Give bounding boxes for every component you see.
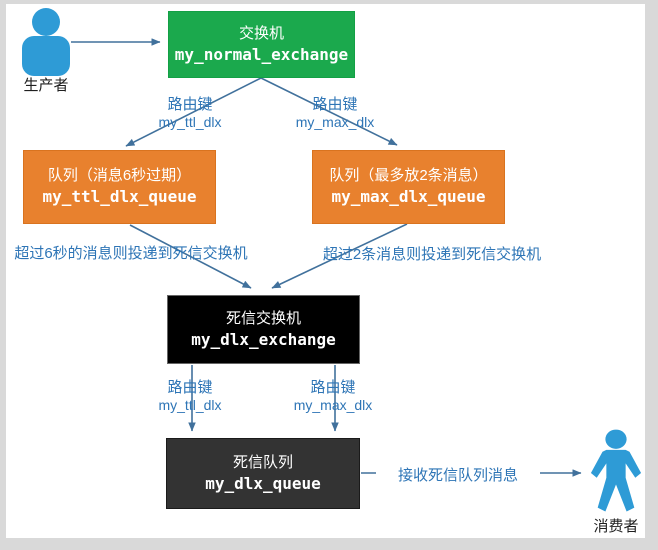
consume-label: 接收死信队列消息: [376, 464, 540, 485]
node-dlx-exchange: 死信交换机 my_dlx_exchange: [167, 295, 360, 364]
edge-label-route-max-top: 路由键 my_max_dlx: [285, 96, 385, 131]
producer-head-icon: [32, 8, 60, 36]
route-ttl-bottom-line1: 路由键: [167, 379, 213, 396]
producer-icon: [21, 8, 71, 76]
consumer-body-icon: [590, 449, 642, 512]
route-max-bottom-line1: 路由键: [310, 379, 356, 396]
producer-body-icon: [22, 36, 70, 76]
node-normal-exchange-title: 交换机: [238, 24, 284, 42]
node-normal-exchange: 交换机 my_normal_exchange: [168, 11, 355, 78]
ttl-caption: 超过6秒的消息则投递到死信交换机: [14, 245, 248, 262]
node-dlx-exchange-title: 死信交换机: [225, 309, 301, 327]
node-max-queue: 队列（最多放2条消息） my_max_dlx_queue: [312, 150, 505, 224]
node-ttl-queue-name: my_ttl_dlx_queue: [42, 187, 197, 207]
max-caption: 超过2条消息则投递到死信交换机: [322, 246, 542, 263]
edge-label-route-ttl-bottom: 路由键 my_ttl_dlx: [140, 379, 240, 414]
node-ttl-queue: 队列（消息6秒过期） my_ttl_dlx_queue: [23, 150, 216, 224]
route-max-top-line1: 路由键: [312, 96, 358, 113]
node-dlx-queue-title: 死信队列: [232, 453, 293, 471]
edge-label-route-max-bottom: 路由键 my_max_dlx: [283, 379, 383, 414]
route-ttl-top-line1: 路由键: [167, 96, 213, 113]
consumer-icon: [589, 428, 643, 516]
node-dlx-queue-name: my_dlx_queue: [205, 473, 321, 493]
node-max-queue-name: my_max_dlx_queue: [331, 187, 486, 207]
route-max-bottom-line2: my_max_dlx: [293, 397, 373, 413]
consumer-head-icon: [605, 429, 627, 449]
route-max-top-line2: my_max_dlx: [295, 114, 375, 130]
node-dlx-exchange-name: my_dlx_exchange: [191, 329, 336, 349]
producer-label: 生产者: [23, 77, 69, 94]
route-ttl-bottom-line2: my_ttl_dlx: [158, 397, 222, 413]
consumer-label: 消费者: [593, 518, 639, 535]
edge-label-route-ttl-top: 路由键 my_ttl_dlx: [140, 96, 240, 131]
node-ttl-queue-title: 队列（消息6秒过期）: [47, 167, 192, 185]
node-normal-exchange-name: my_normal_exchange: [174, 44, 349, 64]
node-dlx-queue: 死信队列 my_dlx_queue: [166, 438, 360, 509]
route-ttl-top-line2: my_ttl_dlx: [158, 114, 222, 130]
node-max-queue-title: 队列（最多放2条消息）: [329, 167, 488, 185]
